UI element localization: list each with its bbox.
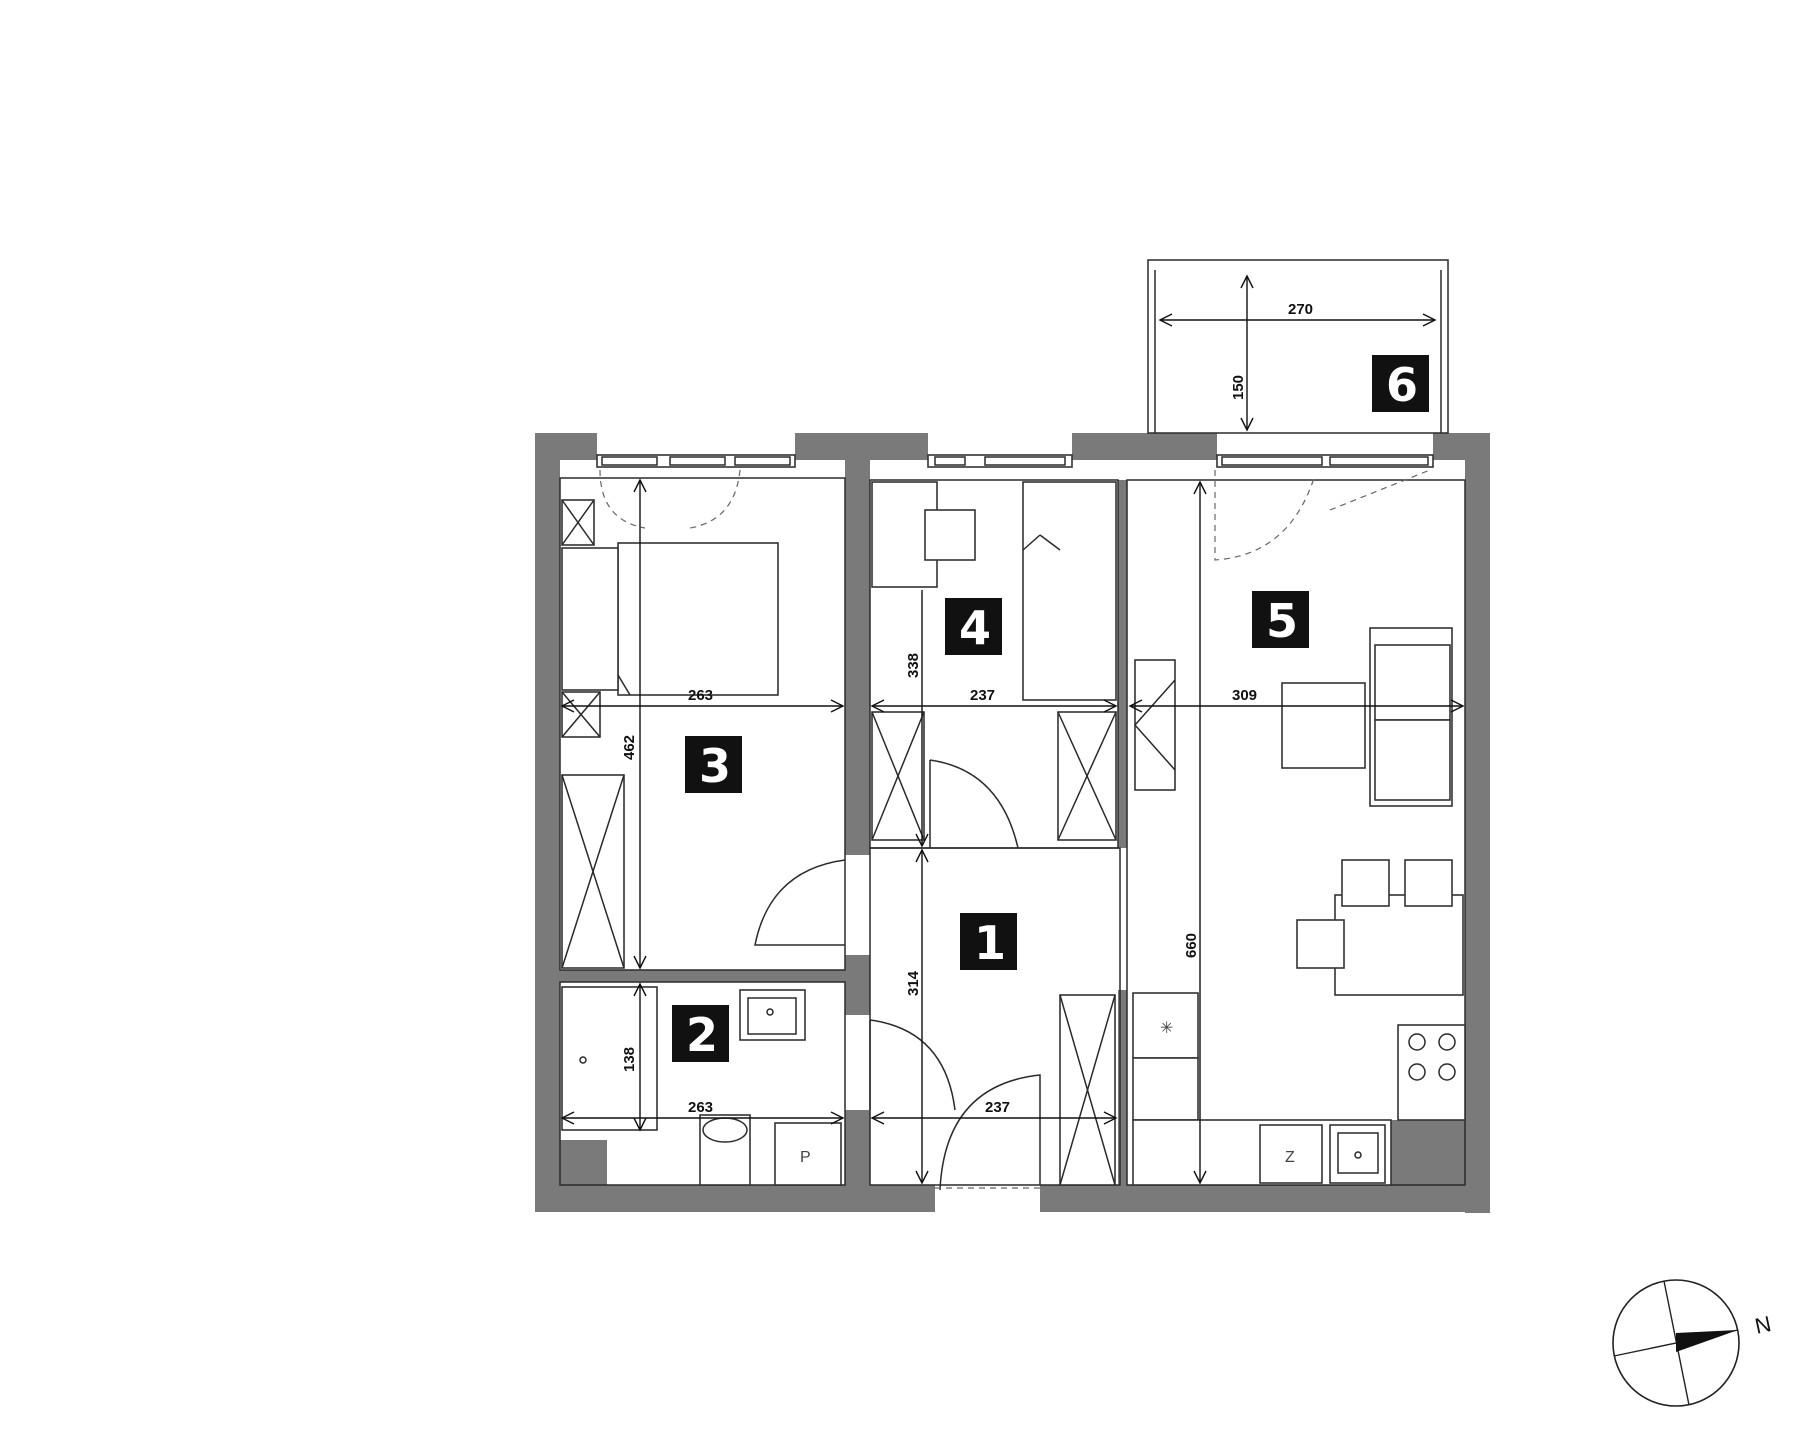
room-number-6: 6 <box>1386 358 1418 412</box>
dimension-lines <box>560 274 1465 1185</box>
room-number-4: 4 <box>959 601 991 655</box>
dim-hall-length: 314 <box>905 970 922 996</box>
walls <box>535 433 1490 1213</box>
room-badge-4: 4 <box>945 598 1002 655</box>
room-badge-1: 1 <box>960 913 1017 970</box>
dim-bath-width: 263 <box>688 1099 713 1116</box>
room-number-1: 1 <box>974 916 1006 970</box>
room-badge-3: 3 <box>685 736 742 793</box>
room-number-5: 5 <box>1266 594 1298 648</box>
dim-hall-width: 237 <box>985 1099 1010 1116</box>
svg-text:✳: ✳ <box>1160 1020 1173 1037</box>
room-badge-5: 5 <box>1252 591 1309 648</box>
dim-room3-length: 462 <box>621 735 638 760</box>
dim-balcony-depth: 150 <box>1230 375 1247 400</box>
dim-room5-width: 309 <box>1232 687 1257 704</box>
compass-rose-icon <box>1612 1279 1740 1407</box>
washer-label: P <box>800 1149 811 1166</box>
room-badge-2: 2 <box>672 1005 729 1062</box>
room-number-3: 3 <box>699 739 731 793</box>
dim-room5-length: 660 <box>1183 933 1200 958</box>
dim-room4-length: 338 <box>905 653 922 678</box>
dim-room4-width: 237 <box>970 687 995 704</box>
dim-room3-width: 263 <box>688 687 713 704</box>
doors <box>599 469 1431 1191</box>
fridge-label: Z <box>1285 1149 1295 1166</box>
room-number-2: 2 <box>686 1008 718 1062</box>
dim-balcony-width: 270 <box>1288 301 1313 318</box>
dim-bath-length: 138 <box>621 1047 638 1072</box>
room-badge-6: 6 <box>1372 355 1429 412</box>
furniture: ✳ <box>561 481 1466 1186</box>
windows <box>596 454 1434 468</box>
compass-north-label: N <box>1753 1311 1774 1339</box>
